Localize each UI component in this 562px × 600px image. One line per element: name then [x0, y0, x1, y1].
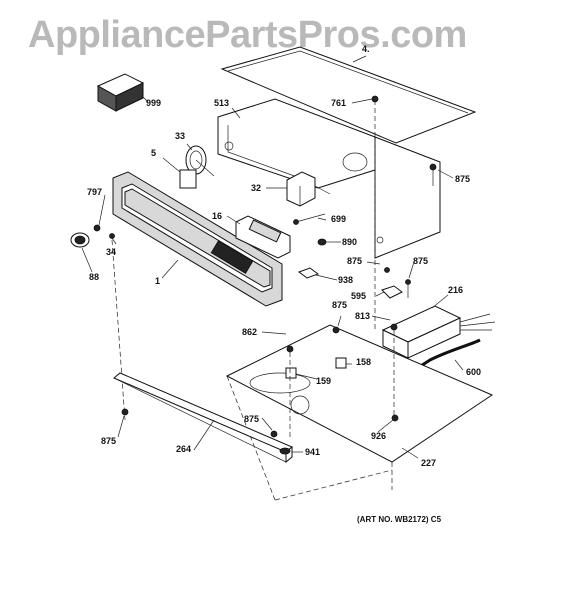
- callout-159: 159: [316, 376, 332, 386]
- screw-926: [391, 414, 399, 422]
- callout-941: 941: [305, 447, 321, 457]
- display-board: [235, 215, 291, 259]
- part-158: [335, 357, 347, 369]
- clip-938: [297, 267, 320, 279]
- callout-34: 34: [106, 247, 117, 257]
- outer-case: [217, 98, 441, 259]
- selector-switch: [179, 145, 215, 189]
- callout-890: 890: [342, 237, 358, 247]
- left-screw-axis: [111, 239, 126, 421]
- screw-862: [286, 345, 294, 353]
- leader-lines: [81, 55, 464, 459]
- callout-875-right: 875: [413, 256, 429, 266]
- callout-595: 595: [351, 291, 367, 301]
- art-number-label: (ART NO. WB2172) C5: [357, 515, 442, 524]
- callout-16: 16: [212, 211, 223, 221]
- part-941: [279, 447, 291, 455]
- screw-761: [371, 95, 379, 103]
- callout-797: 797: [87, 187, 103, 197]
- watermark: AppliancePartsPros.com: [28, 14, 467, 56]
- callout-264: 264: [176, 444, 192, 454]
- screw-875-lower: [270, 430, 278, 438]
- callout-513: 513: [214, 98, 230, 108]
- callout-926: 926: [371, 431, 387, 441]
- grommet-890: [317, 238, 327, 246]
- callout-33: 33: [175, 131, 186, 141]
- callout-158: 158: [356, 357, 372, 367]
- bracket-595: [381, 285, 403, 299]
- callout-699: 699: [331, 214, 347, 224]
- callout-1: 1: [155, 276, 161, 286]
- callout-88: 88: [89, 272, 100, 282]
- screw-875-bottom-left: [121, 408, 129, 416]
- callout-875-mid-right: 875: [347, 256, 363, 266]
- bottom-pan: [225, 323, 494, 463]
- callout-top-cover: 4.: [362, 44, 370, 54]
- callout-813: 813: [355, 311, 371, 321]
- kit-box: [96, 73, 145, 112]
- part-159: [285, 367, 297, 379]
- screw-813: [390, 323, 398, 331]
- callout-875-left: 875: [101, 436, 117, 446]
- callout-938: 938: [338, 275, 354, 285]
- callout-761: 761: [331, 98, 347, 108]
- callout-875-lower: 875: [244, 414, 260, 424]
- callout-5: 5: [151, 148, 157, 158]
- screw-875-right: [405, 279, 411, 285]
- callout-600: 600: [466, 367, 482, 377]
- callout-227: 227: [421, 458, 437, 468]
- top-cover: [220, 46, 477, 144]
- knob: [70, 232, 90, 248]
- front-trim: [113, 372, 293, 464]
- screw-699: [295, 213, 326, 223]
- callout-875-pan: 875: [332, 300, 348, 310]
- part-34: [109, 233, 115, 239]
- callout-862: 862: [242, 327, 258, 337]
- screw-797: [93, 224, 101, 232]
- callout-216: 216: [448, 285, 464, 295]
- screw-875-mid: [332, 326, 340, 334]
- screw-875-top: [429, 163, 437, 171]
- callout-32: 32: [251, 183, 262, 193]
- callout-999: 999: [146, 98, 162, 108]
- power-board: [381, 305, 496, 359]
- control-panel: [112, 171, 283, 307]
- relay: [286, 171, 331, 207]
- callout-875-top: 875: [455, 174, 471, 184]
